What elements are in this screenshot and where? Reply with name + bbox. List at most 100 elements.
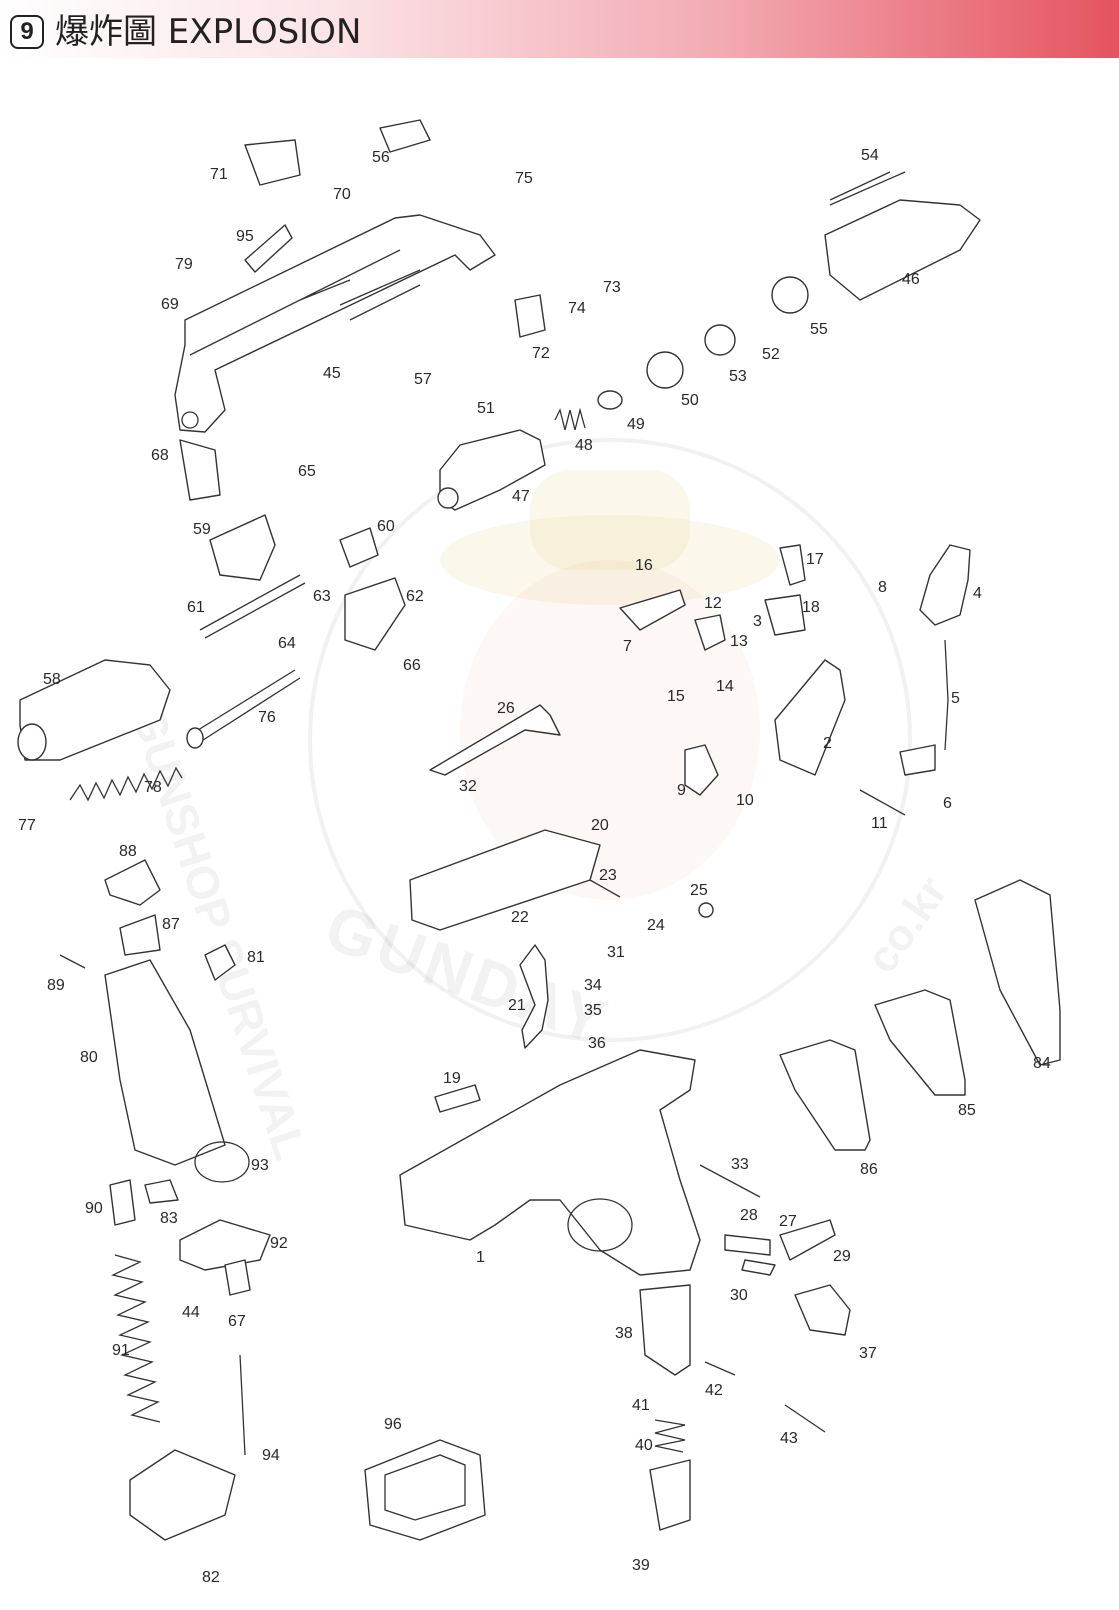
part-label-19: 19 xyxy=(443,1070,461,1087)
part-label-31: 31 xyxy=(607,944,625,961)
part-label-95: 95 xyxy=(236,228,254,245)
part-label-40: 40 xyxy=(635,1437,653,1454)
part-label-61: 61 xyxy=(187,599,205,616)
part-label-1: 1 xyxy=(476,1249,485,1266)
part-label-20: 20 xyxy=(591,817,609,834)
part-label-72: 72 xyxy=(532,345,550,362)
part-label-16: 16 xyxy=(635,557,653,574)
part-label-93: 93 xyxy=(251,1157,269,1174)
part-label-47: 47 xyxy=(512,488,530,505)
part-label-89: 89 xyxy=(47,977,65,994)
part-label-75: 75 xyxy=(515,170,533,187)
slide-stop-drawing xyxy=(774,659,846,776)
part-label-39: 39 xyxy=(632,1557,650,1574)
magazine-drawing xyxy=(104,959,226,1166)
part-label-36: 36 xyxy=(588,1035,606,1052)
chassis-drawing xyxy=(409,829,601,931)
part-label-67: 67 xyxy=(228,1313,246,1330)
part-label-51: 51 xyxy=(477,400,495,417)
part-label-63: 63 xyxy=(313,588,331,605)
part-label-5: 5 xyxy=(951,690,960,707)
part-label-26: 26 xyxy=(497,700,515,717)
part-label-29: 29 xyxy=(833,1248,851,1265)
part-label-9: 9 xyxy=(677,782,686,799)
part-label-85: 85 xyxy=(958,1102,976,1119)
part-label-37: 37 xyxy=(859,1345,877,1362)
part-label-25: 25 xyxy=(690,882,708,899)
part-label-54: 54 xyxy=(861,147,879,164)
part-label-7: 7 xyxy=(623,638,632,655)
part-label-21: 21 xyxy=(508,997,526,1014)
part-label-77: 77 xyxy=(18,817,36,834)
part-label-68: 68 xyxy=(151,447,169,464)
part-label-59: 59 xyxy=(193,521,211,538)
part-label-71: 71 xyxy=(210,166,228,183)
part-label-4: 4 xyxy=(973,585,982,602)
part-label-41: 41 xyxy=(632,1397,650,1414)
part-label-38: 38 xyxy=(615,1325,633,1342)
part-labels: 1 2 3 4 5 6 7 8 9 10 11 12 13 14 15 16 1… xyxy=(18,147,1051,1586)
hammer-drawing xyxy=(919,544,971,626)
small-parts-drawing xyxy=(59,119,949,1531)
part-label-55: 55 xyxy=(810,321,828,338)
part-label-87: 87 xyxy=(162,916,180,933)
part-label-24: 24 xyxy=(647,917,665,934)
barrel-drawing xyxy=(17,659,171,761)
part-label-73: 73 xyxy=(603,279,621,296)
backstrap-small-drawing xyxy=(779,1039,871,1151)
section-title: 爆炸圖 EXPLOSION xyxy=(55,12,362,52)
part-label-84: 84 xyxy=(1033,1055,1051,1072)
part-label-17: 17 xyxy=(806,551,824,568)
trigger-drawing xyxy=(519,944,549,1049)
slide-drawing xyxy=(174,214,496,433)
part-label-90: 90 xyxy=(85,1200,103,1217)
part-label-83: 83 xyxy=(160,1210,178,1227)
part-label-43: 43 xyxy=(780,1430,798,1447)
part-label-10: 10 xyxy=(736,792,754,809)
part-label-58: 58 xyxy=(43,671,61,688)
nozzle-housing-drawing xyxy=(824,171,981,301)
part-label-15: 15 xyxy=(667,688,685,705)
part-label-80: 80 xyxy=(80,1049,98,1066)
part-label-56: 56 xyxy=(372,149,390,166)
part-label-49: 49 xyxy=(627,416,645,433)
backstrap-large-drawing xyxy=(974,879,1061,1066)
part-label-62: 62 xyxy=(406,588,424,605)
part-label-28: 28 xyxy=(740,1207,758,1224)
part-label-94: 94 xyxy=(262,1447,280,1464)
lower-frame-drawing xyxy=(399,1049,701,1276)
part-label-46: 46 xyxy=(902,271,920,288)
section-number-badge: 9 xyxy=(10,15,44,49)
backstrap-medium-drawing xyxy=(874,989,966,1096)
recoil-spring-drawing xyxy=(69,766,183,802)
part-label-88: 88 xyxy=(119,843,137,860)
part-label-74: 74 xyxy=(568,300,586,317)
part-label-8: 8 xyxy=(878,579,887,596)
magwell-drawing xyxy=(364,1439,486,1541)
part-label-13: 13 xyxy=(730,633,748,650)
part-label-82: 82 xyxy=(202,1569,220,1586)
exploded-diagram: 1 2 3 4 5 6 7 8 9 10 11 12 13 14 15 16 1… xyxy=(17,119,1061,1586)
part-label-27: 27 xyxy=(779,1213,797,1230)
part-label-11: 11 xyxy=(871,815,888,832)
part-label-2: 2 xyxy=(823,735,832,752)
part-label-33: 33 xyxy=(731,1156,749,1173)
magazine-baseplate-drawing xyxy=(129,1449,236,1541)
part-label-6: 6 xyxy=(943,795,952,812)
part-label-92: 92 xyxy=(270,1235,288,1252)
part-label-30: 30 xyxy=(730,1287,748,1304)
part-label-52: 52 xyxy=(762,346,780,363)
part-label-76: 76 xyxy=(258,709,276,726)
part-label-12: 12 xyxy=(704,595,722,612)
part-label-3: 3 xyxy=(753,613,762,630)
part-label-64: 64 xyxy=(278,635,296,652)
trigger-bar-drawing xyxy=(429,704,561,776)
part-label-70: 70 xyxy=(333,186,351,203)
part-label-18: 18 xyxy=(802,599,820,616)
part-label-50: 50 xyxy=(681,392,699,409)
part-label-14: 14 xyxy=(716,678,734,695)
header-banner: 9 爆炸圖 EXPLOSION xyxy=(0,0,1119,58)
part-label-44: 44 xyxy=(182,1304,200,1321)
part-label-32: 32 xyxy=(459,778,477,795)
watermark-logo xyxy=(308,438,912,1042)
